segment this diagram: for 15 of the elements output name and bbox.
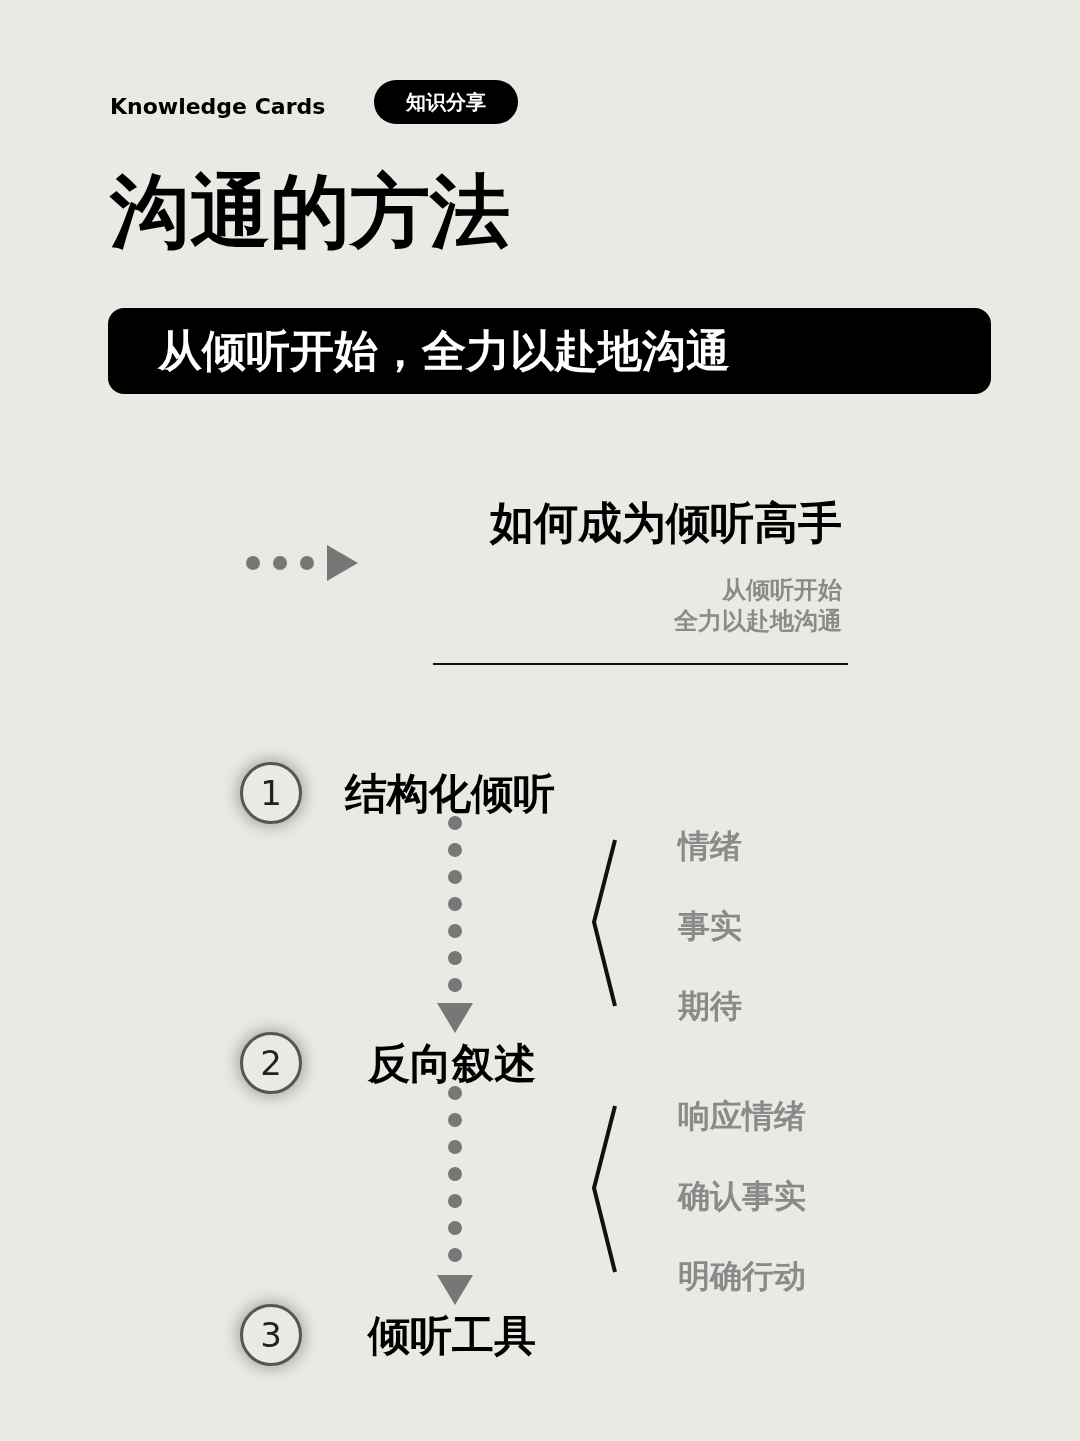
list-item-text: 期待 [678,986,742,1027]
list-item-text: 事实 [678,906,742,947]
section-subtext: 全力以赴地沟通 [674,606,842,637]
subtitle-banner: 从倾听开始，全力以赴地沟通 [108,308,991,394]
list-item-text: 情绪 [678,826,742,867]
tag-badge: 知识分享 [374,80,518,124]
step-title: 结构化倾听 [345,767,555,820]
step-title: 反向叙述 [368,1037,536,1090]
list-item-text: 明确行动 [678,1256,806,1297]
step-title: 倾听工具 [368,1309,536,1362]
list-item-text: 确认事实 [678,1176,806,1217]
section-heading: 如何成为倾听高手 [490,496,842,550]
section-subtext: 从倾听开始 [722,575,842,606]
series-label: Knowledge Cards [110,93,326,121]
list-item-text: 响应情绪 [678,1096,806,1137]
